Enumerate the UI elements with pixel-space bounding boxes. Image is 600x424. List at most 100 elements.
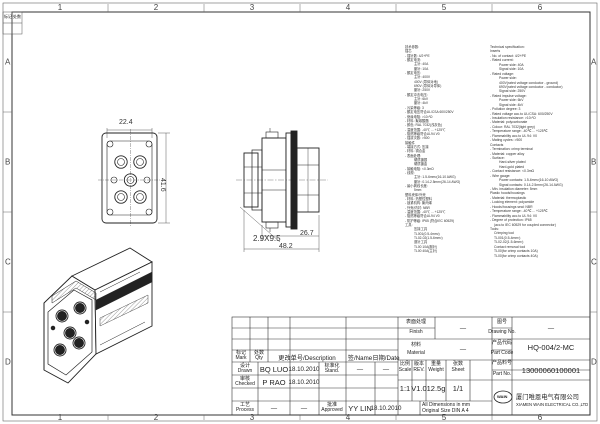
tb-units-line2: Original Size DIN A 4: [422, 408, 469, 414]
spec-line: Technical specification:: [490, 45, 525, 49]
tb-approved-date: 18.10.2010: [370, 405, 402, 412]
spec-line: - 额定电流:: [405, 58, 422, 63]
spec-line: 退针工具: [414, 240, 428, 245]
tb-scale-cn: 比例: [399, 361, 411, 367]
spec-line: 接触件: [405, 140, 415, 145]
tb-drawn-name: BQ LUO: [259, 365, 289, 374]
grid-col-4: 4: [345, 3, 351, 12]
tb-process-en: Process: [235, 407, 255, 413]
front-view-dimensions: [106, 128, 170, 224]
tb-qty-cn: 处数: [253, 350, 265, 356]
spec-line: Contact removal tool: [494, 244, 526, 249]
tb-weight-cn: 重量: [430, 361, 442, 367]
spec-line: 400V(rated voltage conductor - ground): [499, 80, 559, 85]
side-view: [236, 128, 328, 232]
spec-line: TL02-02(1.5-6mm²): [494, 240, 524, 245]
grid-row-c: C: [5, 257, 11, 267]
tb-approved-name: YY LIN: [348, 404, 372, 413]
side-view-dimensions: [239, 206, 320, 252]
spec-line: 主针: 1.5-6mm²(16-10 AWG): [414, 175, 456, 180]
dim-mount: 2.9X9.5: [253, 234, 281, 243]
grid-row-b: B: [5, 157, 11, 167]
spec-line: 主针: 400V: [414, 75, 431, 80]
spec-line: 副针: 10A: [414, 66, 429, 71]
revision-tab: [2, 11, 23, 35]
spec-line: 工具:: [405, 223, 413, 228]
spec-line: - Material: copper alloy: [490, 151, 525, 156]
spec-line: 压接工具: [414, 227, 428, 232]
spec-line: TL001(0.5-4mm²): [494, 235, 521, 240]
spec-line: TL02-02(1.5-6mm²): [414, 236, 443, 241]
spec-line: - Rated impulse voltage:: [490, 93, 527, 98]
tb-partcode-value: HQ-004/2-MC: [527, 343, 575, 352]
spec-line: - 阻燃等级符合UL94 V0: [405, 131, 440, 136]
tb-weight-value: 12.5g: [426, 384, 446, 393]
grid-col-3-bottom: 3: [249, 413, 255, 422]
spec-line: Tools:: [490, 226, 499, 231]
grid-row-a-right: A: [591, 57, 597, 67]
spec-line: 副针: 250V: [414, 88, 431, 93]
spec-line: - 温度范围: -40℃ ... +125℃: [405, 127, 446, 132]
spec-line: - 插针数: 4/2+PE: [405, 53, 430, 58]
tb-date-header: 日期/Date: [372, 355, 400, 362]
tb-qty-en: Qty: [255, 355, 263, 361]
tb-units-line1: All Dimensions in mm: [422, 402, 471, 408]
spec-line: - Rated voltage acc.to UL/CSA: 600/250V: [490, 111, 553, 116]
spec-line: - 材料: 热塑性塑料: [405, 197, 432, 202]
title-block-lines: [231, 316, 591, 416]
tb-approved-en: Approved: [321, 407, 343, 413]
grid-col-5-bottom: 5: [441, 413, 447, 422]
spec-line: - Material: polycarbonate: [490, 120, 528, 125]
tb-weight-en: Weight: [428, 367, 444, 373]
spec-line: 690V(rated voltage conductor - conductor…: [499, 84, 563, 89]
spec-line: Power side:: [499, 76, 517, 81]
spec-line: 技术参数:: [405, 45, 420, 49]
tb-sheet-cn: 张数: [452, 361, 464, 367]
grid-row-c-right: C: [591, 257, 597, 267]
tb-stand-cn: 标准化: [324, 363, 340, 369]
spec-line: Hard-silver plated: [499, 160, 526, 165]
tb-sheet-en: Sheet: [451, 367, 465, 373]
spec-line: Signal side: 10A: [499, 67, 524, 72]
spec-line: TL00 40A(主针): [414, 249, 438, 254]
spec-line: - Surface:: [490, 155, 505, 160]
spec-line: - 最小剥线长度:: [405, 184, 428, 188]
tb-drawing-en: Drawing No.: [488, 329, 516, 335]
front-view: [98, 129, 161, 227]
tb-mark-cn: 标记: [235, 350, 247, 356]
spec-line: - 插拔次数: >500: [405, 136, 430, 141]
grid-col-6-bottom: 6: [537, 413, 543, 422]
dim-depth: 26.7: [300, 230, 314, 237]
spec-line: - Flammability acc.to UL 94: V0: [490, 133, 537, 138]
tb-checked-cn: 审核: [239, 376, 251, 382]
grid-col-2: 2: [153, 3, 159, 12]
spec-line: 5mm: [414, 188, 422, 193]
spec-line: 690V (导体对导体): [414, 84, 442, 89]
spec-line: - 防护等级: IP65 (符合IEC 60529): [405, 218, 455, 223]
spec-line: - Material: thermoplastic: [490, 195, 527, 200]
tb-partno-value: 13000060100001: [521, 366, 581, 375]
spec-line: 主针: 6kV: [414, 97, 429, 102]
tb-finish-en: Finish: [409, 329, 423, 335]
tb-material-en: Material: [407, 350, 425, 356]
spec-line: - 温度范围: -40℃ ... +125℃: [405, 210, 446, 215]
spec-line: - 锁紧机构: 聚丙烯: [405, 201, 432, 206]
tb-process-date: —: [300, 405, 308, 412]
tb-stand-en: Stand.: [324, 368, 340, 374]
tb-partno-cn: 产品料号: [491, 360, 513, 366]
tb-stand-name: —: [356, 366, 364, 373]
spec-line: - 材料: 铜合金: [405, 149, 426, 154]
tb-partno-en: Part No.: [492, 371, 512, 377]
spec-line: - 表面处理:: [405, 153, 422, 158]
tb-checked-date: 18.10.2010: [288, 379, 320, 386]
spec-line: Signal contacts: 0.14-2.5mm²(26-14 AWG): [499, 182, 563, 187]
spec-line: - 污染等级: 3: [405, 105, 424, 110]
tb-rev-en: REV.: [413, 367, 425, 373]
spec-line: - 额定冲击电压:: [405, 92, 428, 97]
tb-process-cn: 工艺: [239, 402, 251, 408]
grid-row-a: A: [5, 57, 11, 67]
spec-line: - Flammability acc.to UL 94: V0: [490, 213, 537, 218]
tb-partcode-en: Part Code: [490, 350, 514, 356]
grid-col-6: 6: [537, 3, 543, 12]
